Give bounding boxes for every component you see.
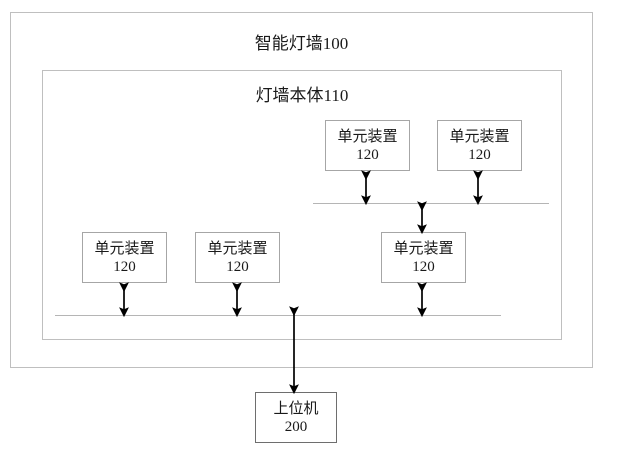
lower-bus-line	[55, 315, 501, 316]
host-computer-number: 200	[284, 418, 308, 435]
smart-light-wall-frame	[10, 12, 593, 368]
unit-device-label: 单元装置	[207, 240, 268, 257]
unit-device-box-top-1: 单元装置 120	[325, 120, 410, 171]
unit-device-number: 120	[113, 258, 136, 275]
unit-device-box-mid-2: 单元装置 120	[195, 232, 280, 283]
unit-device-number: 120	[412, 258, 435, 275]
host-computer-label: 上位机	[273, 400, 319, 417]
unit-device-number: 120	[468, 146, 491, 163]
unit-device-label: 单元装置	[393, 240, 454, 257]
unit-device-box-mid-3: 单元装置 120	[381, 232, 466, 283]
smart-light-wall-title: 智能灯墙100	[254, 34, 349, 53]
unit-device-label: 单元装置	[94, 240, 155, 257]
unit-device-box-mid-1: 单元装置 120	[82, 232, 167, 283]
unit-device-label: 单元装置	[449, 128, 510, 145]
unit-device-label: 单元装置	[337, 128, 398, 145]
light-wall-body-frame	[42, 70, 562, 340]
unit-device-box-top-2: 单元装置 120	[437, 120, 522, 171]
light-wall-body-title: 灯墙本体110	[255, 86, 349, 105]
unit-device-number: 120	[356, 146, 379, 163]
upper-bus-line	[313, 203, 549, 204]
host-computer-box: 上位机 200	[255, 392, 337, 443]
unit-device-number: 120	[226, 258, 249, 275]
